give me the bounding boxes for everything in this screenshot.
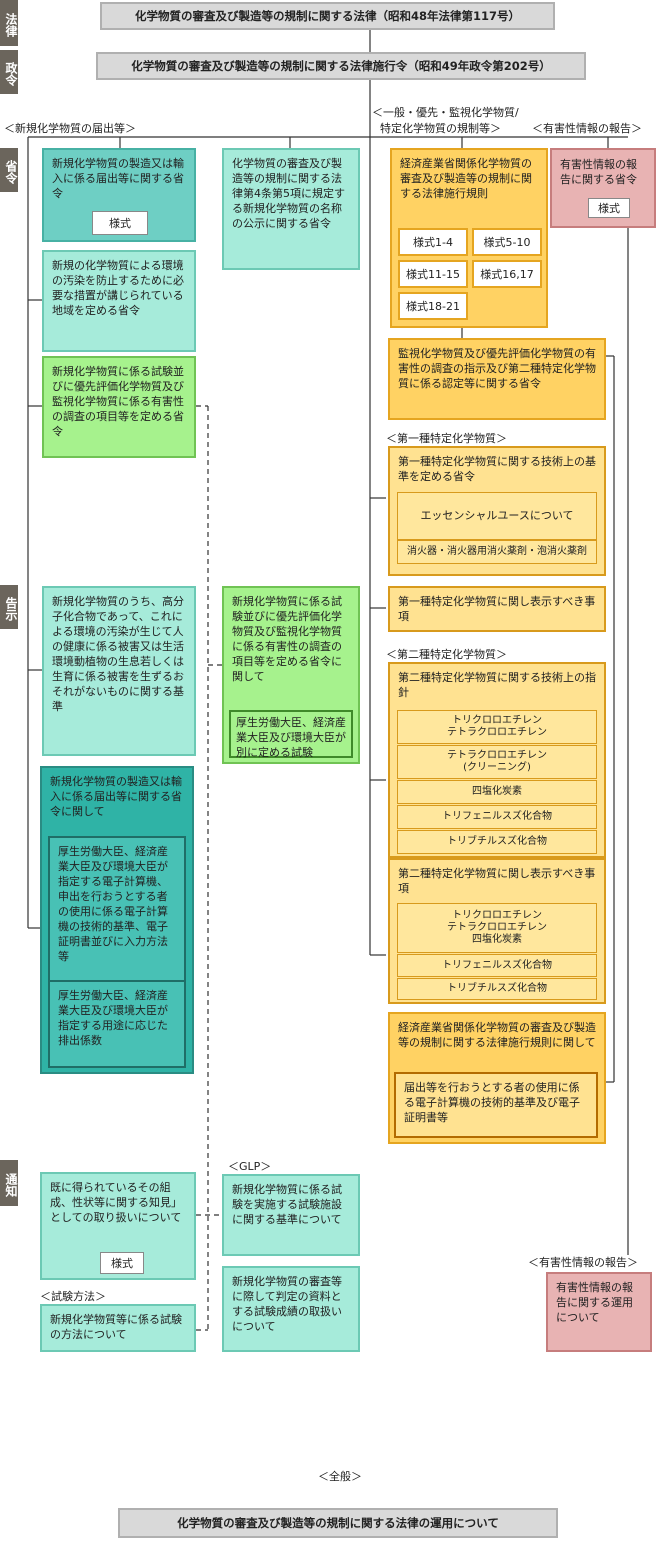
test-method-box: 新規化学物質等に係る試験の方法について [40,1304,196,1352]
label-new-substance: ＜新規化学物質の届出等＞ [4,122,136,135]
meti-rules-text: 経済産業省関係化学物質の審査及び製造等の規制に関する法律施行規則 [400,157,532,200]
first-tech-text: 第一種特定化学物質に関する技術上の基準を定める省令 [398,455,596,483]
known-box: 既に得られているその組成、性状等に関する知見」としての取り扱いについて 様式 [40,1172,196,1280]
harm-form-box: 様式 [588,198,630,218]
monitor-ordinance-box: 監視化学物質及び優先評価化学物質の有害性の調査の指示及び第二種特定化学物質に係る… [388,338,606,420]
side-tab-circular: 通知 [0,1160,18,1206]
second-display-item-2: トリフェニルスズ化合物 [397,954,597,977]
polymer-box: 新規化学物質のうち、高分子化合物であって、これによる環境の汚染が生じて人の健康に… [42,586,196,756]
form-18-21: 様式18-21 [398,292,468,320]
bottom-title: 化学物質の審査及び製造等の規制に関する法律の運用について [118,1508,558,1538]
form-5-10: 様式5-10 [472,228,542,256]
side-tab-law: 法律 [0,0,18,46]
notify-ordinance-text: 新規化学物質の製造又は輸入に係る届出等に関する省令 [52,157,184,200]
label-harm-bottom: ＜有害性情報の報告＞ [528,1256,638,1269]
test-notice-sub: 厚生労働大臣、経済産業大臣及び環境大臣が別に定める試験 [229,710,353,759]
region-ordinance-box: 新規の化学物質による環境の汚染を防止するために必要な措置が講じられている地域を定… [42,250,196,352]
label-glp: ＜GLP＞ [228,1160,272,1173]
notify-ordinance-box: 新規化学物質の製造又は輸入に係る届出等に関する省令 様式 [42,148,196,242]
second-display-item-1: トリクロロエチレン テトラクロロエチレン 四塩化炭素 [397,903,597,953]
meti-notice-text: 経済産業省関係化学物質の審査及び製造等の規制に関する法律施行規則に関して [398,1021,596,1049]
extinguisher-box: 消火器・消火器用消火薬剤・泡消火薬剤 [397,540,597,564]
side-tab-ministerial: 省令 [0,148,18,192]
label-harm-top: ＜有害性情報の報告＞ [532,122,642,135]
form-16-17: 様式16,17 [472,260,542,288]
second-display-item-3: トリブチルスズ化合物 [397,978,597,1000]
label-second-class: ＜第二種特定化学物質＞ [386,648,507,661]
glp-box: 新規化学物質に係る試験を実施する試験施設に関する基準について [222,1174,360,1256]
order-title: 化学物質の審査及び製造等の規制に関する法律施行令（昭和49年政令第202号） [96,52,586,80]
test-notice-box: 新規化学物質に係る試験並びに優先評価化学物質及び監視化学物質に係る有害性の調査の… [222,586,360,764]
second-tech-item-5: トリブチルスズ化合物 [397,830,597,854]
harm-operation-box: 有害性情報の報告に関する運用について [546,1272,652,1352]
label-first-class: ＜第一種特定化学物質＞ [386,432,507,445]
side-tab-order: 政令 [0,50,18,94]
second-tech-item-3: 四塩化炭素 [397,780,597,804]
essential-use-box: エッセンシャルユースについて [397,492,597,540]
first-display-box: 第一種特定化学物質に関し表示すべき事項 [388,586,606,632]
notify-notice-text: 新規化学物質の製造又は輸入に係る届出等に関する省令に関して [50,775,182,818]
test-items-ordinance-box: 新規化学物質に係る試験並びに優先評価化学物質及び監視化学物質に係る有害性の調査の… [42,356,196,458]
known-text: 既に得られているその組成、性状等に関する知見」としての取り扱いについて [50,1181,182,1224]
second-display-text: 第二種特定化学物質に関し表示すべき事項 [398,867,596,895]
meti-notice-sub-box: 届出等を行おうとする者の使用に係る電子計算機の技術的基準及び電子証明書等 [394,1072,598,1138]
label-test-method: ＜試験方法＞ [40,1290,106,1303]
notify-sub-2: 厚生労働大臣、経済産業大臣及び環境大臣が指定する用途に応じた排出係数 [48,980,186,1068]
label-general-2: 特定化学物質の規制等＞ [380,122,501,135]
label-all: ＜全般＞ [318,1470,362,1483]
law-title: 化学物質の審査及び製造等の規制に関する法律（昭和48年法律第117号） [100,2,555,30]
label-general-1: ＜一般・優先・監視化学物質/ [372,106,519,119]
harm-ordinance-box: 有害性情報の報告に関する省令 様式 [550,148,656,228]
second-tech-item-2: テトラクロロエチレン (クリーニング) [397,745,597,779]
known-form-box: 様式 [100,1252,144,1274]
second-tech-item-1: トリクロロエチレン テトラクロロエチレン [397,710,597,744]
form-1-4: 様式1-4 [398,228,468,256]
harm-ordinance-text: 有害性情報の報告に関する省令 [560,158,637,186]
form-11-15: 様式11-15 [398,260,468,288]
second-tech-item-4: トリフェニルスズ化合物 [397,805,597,829]
test-notice-text: 新規化学物質に係る試験並びに優先評価化学物質及び監視化学物質に係る有害性の調査の… [232,595,342,683]
data-box: 新規化学物質の審査等に際して判定の資料とする試験成績の取扱いについて [222,1266,360,1352]
notify-notice-box: 新規化学物質の製造又は輸入に係る届出等に関する省令に関して 厚生労働大臣、経済産… [40,766,194,1074]
second-tech-text: 第二種特定化学物質に関する技術上の指針 [398,671,596,699]
notify-sub-1: 厚生労働大臣、経済産業大臣及び環境大臣が指定する電子計算機、申出を行おうとする者… [48,836,186,982]
notify-form-box: 様式 [92,211,148,235]
publish-name-box: 化学物質の審査及び製造等の規制に関する法律第4条第5項に規定する新規化学物質の名… [222,148,360,270]
side-tab-notice: 告示 [0,585,18,629]
